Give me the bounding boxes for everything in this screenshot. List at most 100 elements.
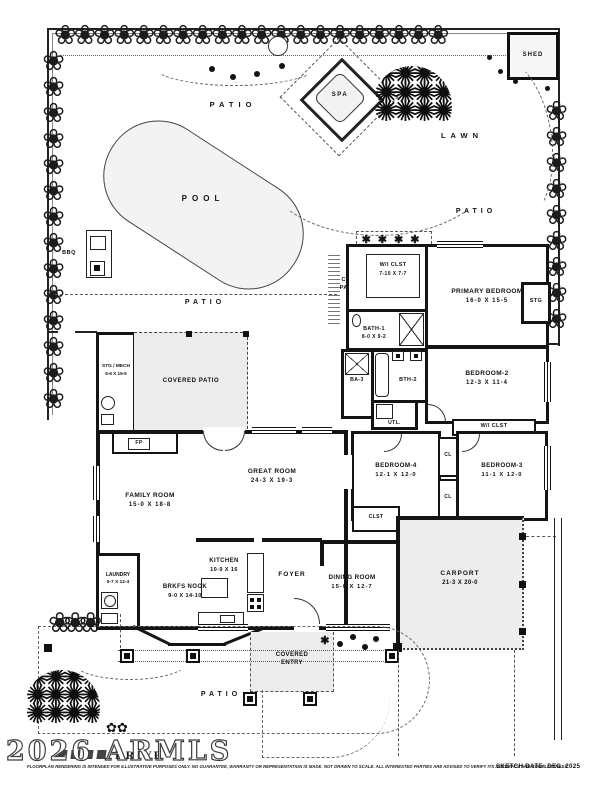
garden-path-arc-top bbox=[150, 42, 320, 86]
laundry-cabinet bbox=[101, 613, 118, 624]
wall-dining-top bbox=[320, 540, 400, 544]
bath3-label: BA-3 bbox=[350, 377, 364, 383]
front-door-opening bbox=[294, 622, 319, 632]
window-bedroom2-right bbox=[544, 362, 551, 402]
family-room-dims: 15-0 X 18-8 bbox=[128, 502, 172, 508]
sink-dot bbox=[396, 354, 400, 358]
shrub-dot bbox=[373, 636, 379, 642]
kitchen-island bbox=[201, 578, 228, 598]
bbq-label: BBQ bbox=[62, 250, 76, 256]
storage-mech-label: STG / MECH bbox=[102, 364, 130, 369]
walkin-closet2-label: W/I CLST bbox=[480, 423, 508, 429]
bath1-label: BATH-1 bbox=[363, 326, 385, 332]
gate-opening bbox=[58, 329, 75, 335]
shrub-dot bbox=[209, 66, 215, 72]
fireplace-box bbox=[128, 438, 150, 450]
shrub-dot bbox=[254, 71, 260, 77]
kitchen-label: KITCHEN bbox=[209, 558, 239, 564]
bedroom2-label: BEDROOM-2 bbox=[465, 370, 509, 377]
carport-label: CARPORT bbox=[440, 570, 480, 577]
bbq-burner-center bbox=[94, 265, 100, 271]
window-kitchen-front bbox=[198, 624, 248, 631]
shed-label: SHED bbox=[522, 52, 544, 58]
shrub-dot bbox=[279, 63, 285, 69]
wall-dining-right bbox=[396, 540, 400, 632]
wall-foyer-top bbox=[262, 538, 322, 542]
walkin-closet-primary-label: W/I CLST bbox=[379, 262, 407, 268]
bedroom3-dims: 11-1 X 12-0 bbox=[481, 472, 523, 478]
bedroom2-dims: 12-3 X 11-4 bbox=[465, 380, 509, 386]
brkfs-nook-label: BRKFS NOOK bbox=[162, 584, 208, 590]
shrub-dot bbox=[545, 86, 550, 91]
front-patio-outline bbox=[38, 626, 430, 734]
disclaimer-text: FLOORPLAN RENDERING IS INTENDED FOR ILLU… bbox=[27, 765, 569, 770]
great-room-dims: 24-3 X 19-3 bbox=[250, 478, 294, 484]
wall-kitchen-top bbox=[196, 538, 254, 542]
patio-right-label: PATIO bbox=[455, 208, 497, 215]
lot-line-right bbox=[558, 28, 560, 346]
shrub-dot bbox=[487, 55, 492, 60]
window-family-left-a bbox=[93, 466, 100, 500]
bedroom3-label: BEDROOM-3 bbox=[481, 462, 523, 469]
driveway-dash-right bbox=[514, 650, 515, 756]
window-family-left-b bbox=[93, 516, 100, 542]
spa-label: SPA bbox=[331, 92, 349, 98]
patio-post bbox=[186, 331, 192, 337]
closet-b-label: CL bbox=[444, 494, 452, 500]
utility-label: UTL. bbox=[388, 420, 401, 426]
closet-hall-label: CLST bbox=[368, 514, 384, 520]
storage-right-label: STG bbox=[529, 298, 543, 304]
window-great-top-a bbox=[252, 427, 296, 434]
flower-accent-street: ✿✿ bbox=[106, 720, 128, 735]
patio-mid-label: PATIO bbox=[184, 299, 226, 306]
closet-shelving bbox=[366, 254, 420, 298]
laundry-label: LAUNDRY bbox=[105, 572, 131, 578]
room-storage-right bbox=[521, 282, 551, 324]
window-primary-top bbox=[437, 241, 483, 248]
bath1-dims: 8-0 X 9-2 bbox=[361, 334, 387, 340]
lot-inner-line-top bbox=[52, 33, 557, 34]
great-room-label: GREAT ROOM bbox=[247, 468, 297, 475]
stove-burner bbox=[250, 598, 254, 602]
flower-border-top: ❀❀❀❀❀❀❀❀❀❀❀❀❀❀❀❀❀❀❀❀ bbox=[54, 20, 449, 50]
shower-bath3 bbox=[345, 353, 369, 375]
bay-window-center bbox=[168, 643, 226, 646]
brkfs-nook-dims: 9-0 X 14-10 bbox=[168, 593, 202, 599]
window-bedroom3-right bbox=[544, 446, 551, 490]
family-room-label: FAMILY ROOM bbox=[125, 492, 175, 499]
shrub-dot bbox=[362, 644, 368, 650]
porch-post bbox=[243, 692, 257, 706]
stove-burner bbox=[250, 605, 254, 609]
shrub-dot bbox=[350, 634, 356, 640]
shower-bath1 bbox=[399, 313, 424, 346]
dining-label: DINING ROOM bbox=[328, 574, 376, 581]
walkin-closet-primary-dims: 7-10 X 7-7 bbox=[379, 271, 407, 277]
storage-mech-dims: 5-6 X 15-5 bbox=[105, 371, 127, 376]
primary-bedroom-dims: 16-0 X 15-5 bbox=[465, 298, 509, 304]
carport-dims: 21-3 X 20-0 bbox=[442, 580, 478, 586]
kitchen-sink bbox=[220, 615, 235, 623]
utility-washer bbox=[376, 404, 393, 419]
walk-dash-left bbox=[120, 614, 121, 648]
bedroom4-label: BEDROOM-4 bbox=[375, 462, 417, 469]
round-paver bbox=[268, 36, 288, 56]
carport-post bbox=[519, 628, 526, 635]
toilet-bath1 bbox=[352, 314, 361, 327]
pool-label: POOL bbox=[181, 194, 225, 203]
covered-patio-label: COVERED PATIO bbox=[162, 378, 220, 384]
shrub-dot bbox=[230, 74, 236, 80]
fence-connector-right bbox=[548, 343, 559, 345]
water-heater bbox=[101, 396, 115, 410]
kitchen-stove bbox=[247, 594, 264, 612]
pool-deck-edge bbox=[55, 294, 337, 295]
sketch-date: SKETCH DATE: DEC. 2025 bbox=[496, 763, 581, 770]
lot-line-left bbox=[47, 28, 49, 420]
tub-bath2 bbox=[375, 353, 389, 397]
flower-cluster-bottom: ❀❀❀ bbox=[48, 607, 102, 638]
tree-front-yard: ✺✺✺✺✺✺✺✺✺✺✺✺ bbox=[25, 670, 100, 730]
street-name-visible: DRIVE bbox=[115, 748, 164, 762]
driveway-edge-b bbox=[561, 518, 563, 740]
covered-entry-label: COVERED ENTRY bbox=[275, 652, 309, 666]
flower-border-left: ❀❀❀❀❀❀❀❀❀❀❀❀❀❀ bbox=[39, 46, 69, 410]
shrub-dot bbox=[498, 69, 503, 74]
